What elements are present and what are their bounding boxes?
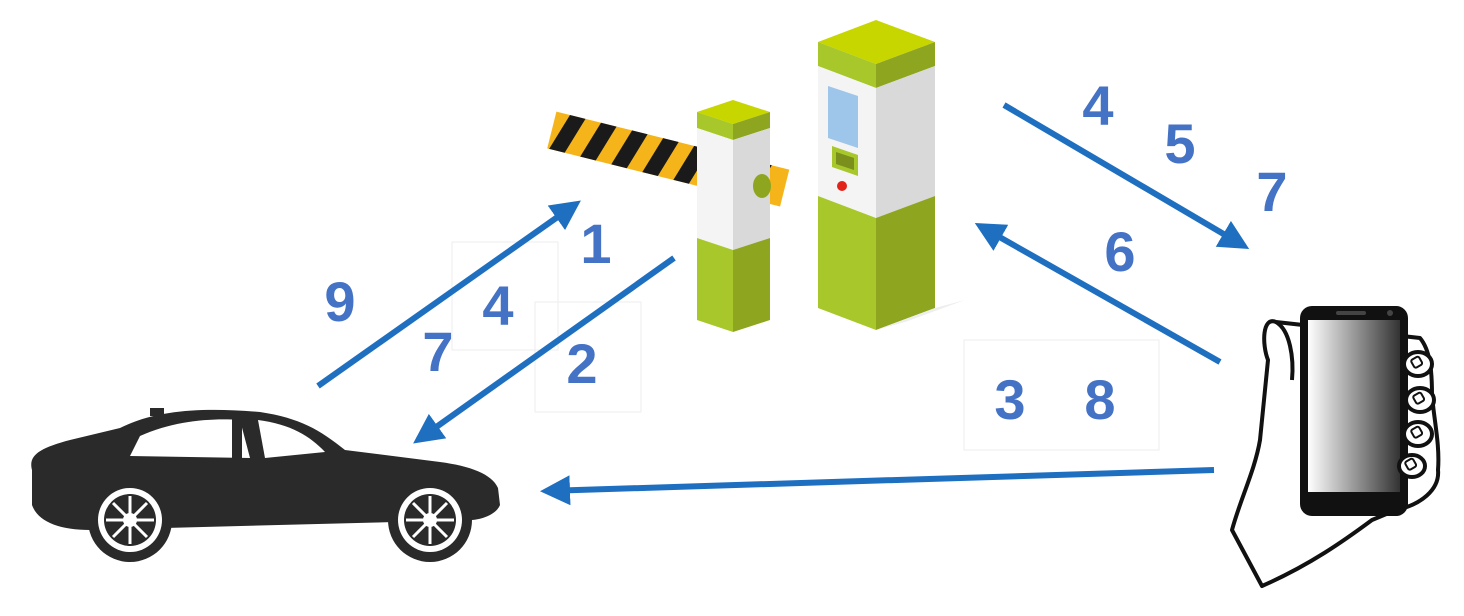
- step-number-5: 5: [1164, 112, 1195, 175]
- step-number-2: 2: [566, 332, 597, 395]
- step-number-9: 9: [324, 270, 355, 333]
- hand-holding-phone-icon: [1230, 306, 1441, 588]
- arrow-phone-to-car: [540, 467, 1215, 506]
- arrow-barrier-to-car: [413, 255, 676, 444]
- step-number-6: 6: [1104, 220, 1135, 283]
- step-number-4-left: 4: [482, 274, 513, 337]
- arrow-phone-to-machine: [974, 223, 1222, 365]
- parking-barrier-icon: [547, 100, 790, 332]
- step-number-3: 3: [994, 368, 1025, 431]
- step-number-7-right: 7: [1256, 160, 1287, 223]
- label-box-4: [451, 241, 559, 351]
- step-number-1: 1: [580, 212, 611, 275]
- step-number-8: 8: [1084, 368, 1115, 431]
- arrow-car-to-barrier: [316, 200, 581, 389]
- ticket-machine-icon: [818, 20, 965, 330]
- step-number-7-left: 7: [422, 320, 453, 383]
- arrow-machine-to-phone: [1002, 102, 1250, 250]
- step-number-4-right: 4: [1082, 74, 1113, 137]
- car-icon: [31, 408, 501, 562]
- label-box-3-8: [963, 339, 1160, 451]
